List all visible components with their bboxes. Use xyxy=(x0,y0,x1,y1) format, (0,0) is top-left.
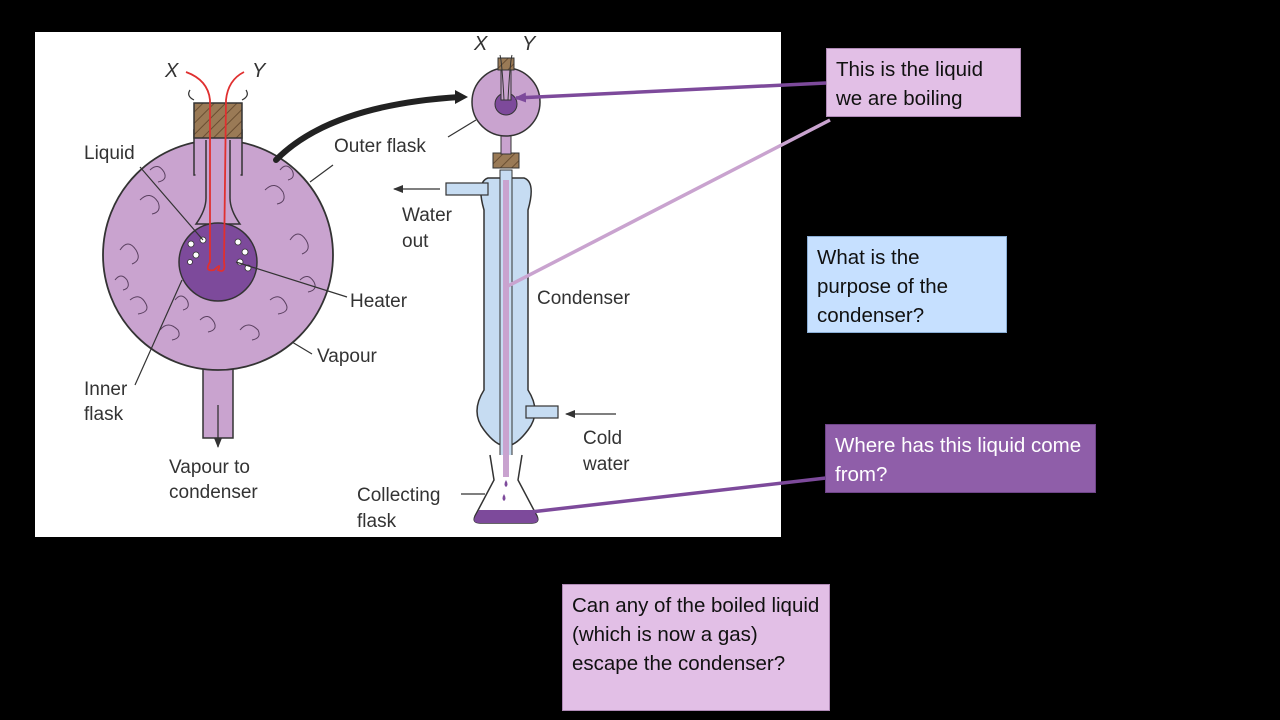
leader-lines-left xyxy=(134,89,348,386)
condenser-apparatus xyxy=(393,54,616,524)
condenser-cork xyxy=(492,152,520,169)
collected-liquid xyxy=(474,510,538,523)
water-out-arm xyxy=(445,182,489,196)
vapour-swirls xyxy=(114,165,316,341)
connector-condenser xyxy=(507,118,831,288)
zoom-arrow xyxy=(273,94,463,163)
callout-connectors xyxy=(507,81,831,515)
label-vapour-to-1: Vapour to xyxy=(169,457,250,478)
label-cold-water-1: Cold xyxy=(583,428,622,449)
label-collecting-1: Collecting xyxy=(357,485,440,506)
label-water-out-2: out xyxy=(402,231,429,252)
label-x-right: X xyxy=(473,33,488,55)
enlarged-flask xyxy=(102,71,468,448)
label-y-left: Y xyxy=(252,60,267,82)
label-collecting-2: flask xyxy=(357,511,397,532)
leader-lines-right xyxy=(447,119,485,495)
label-cold-water-2: water xyxy=(582,454,630,475)
callout-gas-escape: Can any of the boiled liquid (which is n… xyxy=(562,584,830,711)
label-x-left: X xyxy=(164,60,179,82)
label-inner-flask-2: flask xyxy=(84,404,124,425)
label-outer-flask: Outer flask xyxy=(334,136,426,157)
callout-condenser-purpose: What is the purpose of the condenser? xyxy=(807,236,1007,333)
callout-boiling-liquid: This is the liquid we are boiling xyxy=(826,48,1021,117)
droplets xyxy=(502,480,508,501)
cold-water-arm xyxy=(525,405,559,419)
small-cork xyxy=(497,57,515,71)
label-y-right: Y xyxy=(522,33,537,55)
label-liquid: Liquid xyxy=(84,143,135,164)
label-vapour-to-2: condenser xyxy=(169,482,258,503)
heater-wire xyxy=(185,71,245,272)
connector-collected xyxy=(521,476,827,515)
label-heater: Heater xyxy=(350,291,408,312)
label-condenser: Condenser xyxy=(537,288,631,309)
cork xyxy=(193,102,243,139)
callout-liquid-origin: Where has this liquid come from? xyxy=(825,424,1096,493)
label-inner-flask-1: Inner xyxy=(84,379,128,400)
label-water-out-1: Water xyxy=(402,205,453,226)
label-vapour: Vapour xyxy=(317,346,378,367)
connector-boiling xyxy=(514,81,827,103)
